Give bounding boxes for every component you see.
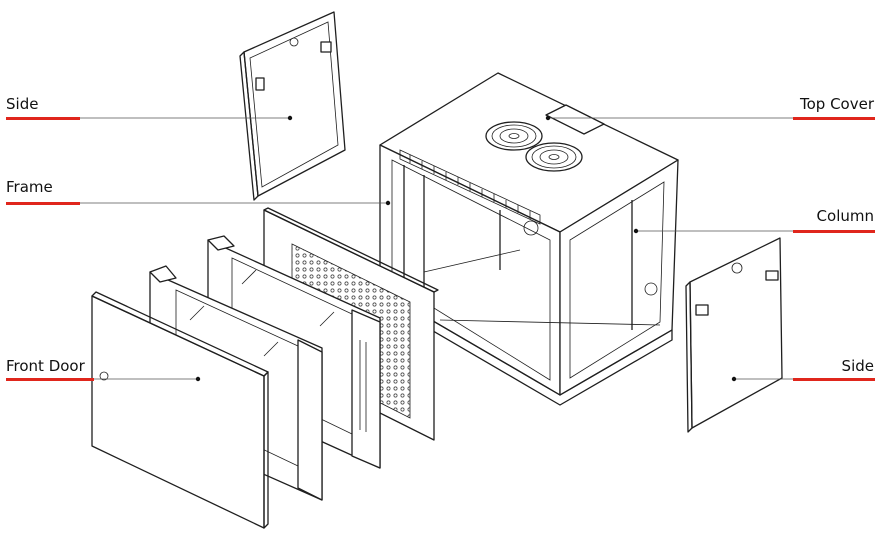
top-fan-1 (485, 121, 543, 151)
accent-bar-column (793, 230, 875, 233)
label-frame: Frame (6, 178, 53, 196)
top-fan-2 (525, 142, 583, 172)
front-door-panel (91, 291, 269, 529)
accent-bar-front-door (6, 378, 94, 381)
leader-top-cover (545, 115, 875, 121)
leader-front-door (6, 376, 201, 382)
leader-column (633, 228, 875, 234)
leader-side-left (6, 115, 293, 121)
accent-bar-frame (6, 202, 80, 205)
accent-bar-top-cover (793, 117, 875, 120)
side-panel-left (239, 11, 346, 201)
label-column: Column (816, 207, 874, 225)
label-front-door: Front Door (6, 357, 85, 375)
leader-side-right (731, 376, 875, 382)
label-side-right: Side (841, 357, 874, 375)
label-top-cover: Top Cover (799, 95, 874, 113)
accent-bar-side-right (793, 378, 875, 381)
vent-slots (409, 155, 531, 219)
cabinet-body (379, 72, 679, 406)
accent-bar-side-left (6, 117, 80, 120)
label-side-left: Side (6, 95, 39, 113)
side-panel-right (685, 237, 783, 433)
vent-column (359, 340, 367, 432)
leader-frame (6, 200, 391, 206)
